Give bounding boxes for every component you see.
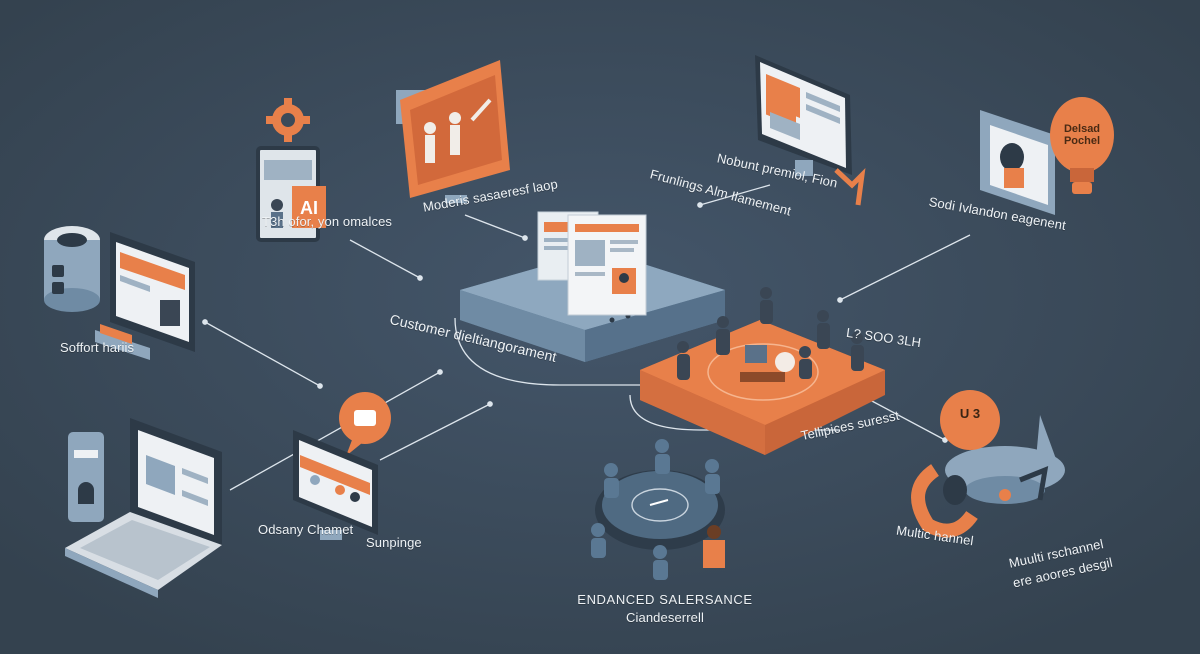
connector-line	[464, 214, 526, 239]
lightbulb-icon	[1050, 97, 1114, 194]
connector-line	[349, 239, 421, 279]
label-software-hub: Soffort hariis	[60, 340, 135, 355]
label-sumpage: Sunpinge	[366, 535, 422, 550]
profile-monitor-group	[755, 55, 866, 206]
social-engagement-group	[980, 97, 1114, 215]
label-tech-for: T3h ofor, yon omalces	[262, 214, 392, 229]
ai-tile	[292, 186, 326, 228]
label-enhanced-title: ENDANCED SALERSANCE	[577, 592, 753, 607]
connector-line	[699, 184, 771, 206]
dashboard-monitor-icon	[567, 214, 647, 316]
software-hub-group	[44, 226, 195, 360]
gear-icon	[266, 98, 310, 142]
person-icon	[677, 287, 864, 380]
connector-line	[869, 399, 946, 441]
lock-icon	[68, 432, 104, 522]
presentation-screen-group	[396, 60, 510, 203]
lightbulb-label: Delsad Pochel	[1058, 123, 1106, 147]
connector-line	[839, 234, 971, 301]
multichannel-group	[911, 390, 1065, 538]
label-delivery-channel: Odsany Chamet	[258, 522, 354, 537]
connector-line	[229, 371, 441, 491]
lightbulb-text-1: Delsad	[1063, 123, 1101, 135]
chat-bubble-icon	[339, 392, 391, 456]
orange-badge-label: U 3	[959, 406, 981, 421]
team-platform	[640, 287, 885, 455]
ai-tablet-group	[256, 98, 326, 242]
connector-line	[629, 394, 840, 431]
lightbulb-text-2: Pochel	[1063, 135, 1101, 147]
central-platform	[460, 211, 725, 362]
support-monitor-group	[293, 392, 391, 540]
ai-tile-label: AI	[300, 198, 318, 218]
meeting-table-group	[591, 439, 725, 580]
connector-line	[204, 321, 321, 387]
connector-line	[379, 403, 491, 461]
delivery-channel-group	[65, 418, 222, 598]
label-enhanced-subtitle: Ciandeserrell	[626, 610, 704, 625]
connector-line	[454, 317, 640, 386]
